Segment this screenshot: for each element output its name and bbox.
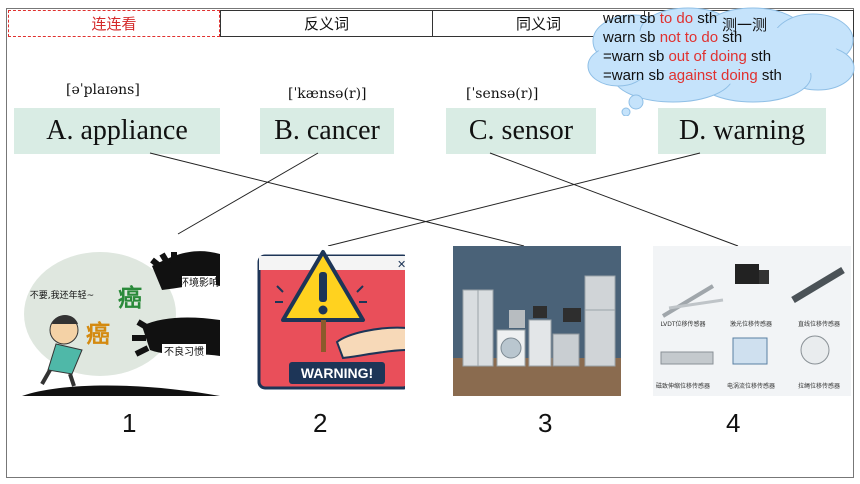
slide-frame — [6, 8, 854, 478]
picture-number-4: 4 — [726, 408, 741, 438]
note-line-3: =warn sb out of doing sth — [603, 48, 772, 65]
picture-number-3: 3 — [538, 408, 553, 438]
sensor-label-eddy: 电涡流位移传感器 — [727, 382, 775, 390]
caption-still-young: 不要,我还年轻~ — [30, 289, 94, 301]
phonetic-sensor: [ˈsensə(r)] — [466, 86, 539, 102]
caption-bad-habits: 不良习惯 — [164, 345, 204, 358]
sensor-label-laser: 激光位移传感器 — [730, 320, 772, 328]
picture-2-warning[interactable]: ✕ WARNING! — [237, 246, 405, 396]
tab-antonyms[interactable]: 反义词 — [220, 10, 432, 37]
phonetic-appliance: [əˈplaɪəns] — [66, 82, 140, 98]
appliances-image — [453, 246, 621, 396]
sensor-label-lvdt: LVDT位移传感器 — [660, 320, 705, 328]
picture-3-appliances[interactable] — [453, 246, 621, 396]
glyph-cancer-2: 癌 — [86, 320, 110, 348]
thought-bubble — [587, 7, 855, 116]
sensor-label-magnetostrictive: 磁致伸缩位移传感器 — [656, 382, 710, 390]
cancer-cartoon-image: 环境影响 不良习惯 不要,我还年轻~ 癌 癌 — [22, 246, 220, 396]
word-card-appliance[interactable]: A. appliance — [14, 108, 220, 154]
word-card-sensor[interactable]: C. sensor — [446, 108, 596, 154]
word-card-cancer[interactable]: B. cancer — [260, 108, 394, 154]
note-line-1: warn sb to do sth — [603, 10, 718, 27]
close-icon: ✕ — [397, 258, 405, 271]
warn-usage-notes: warn sb to do sth warn sb not to do sth … — [603, 9, 782, 85]
picture-1-cancer[interactable]: 环境影响 不良习惯 不要,我还年轻~ 癌 癌 — [22, 246, 220, 396]
picture-number-2: 2 — [313, 408, 328, 438]
sensor-label-draw-wire: 拉绳位移传感器 — [798, 382, 840, 390]
tab-lianliankan[interactable]: 连连看 — [8, 10, 220, 37]
quiz-tab-label: 测一测 — [722, 16, 768, 34]
note-line-4: =warn sb against doing sth — [603, 67, 782, 84]
picture-number-1: 1 — [122, 408, 137, 438]
picture-4-sensors[interactable]: LVDT位移传感器 激光位移传感器 直线位移传感器 磁致伸缩位移传感器 电涡流位… — [653, 246, 851, 396]
warning-sign-text: WARNING! — [301, 365, 373, 381]
note-line-2: warn sb not to do sth — [603, 29, 743, 46]
caption-environment: 环境影响 — [179, 276, 219, 289]
word-card-warning[interactable]: D. warning — [658, 108, 826, 154]
tab-synonyms[interactable]: 同义词 — [432, 10, 644, 37]
sensor-label-linear: 直线位移传感器 — [798, 320, 840, 328]
glyph-cancer-1: 癌 — [118, 284, 142, 312]
warning-sign-image: ✕ WARNING! — [237, 246, 405, 396]
sensors-image: LVDT位移传感器 激光位移传感器 直线位移传感器 磁致伸缩位移传感器 电涡流位… — [653, 246, 851, 396]
phonetic-cancer: [ˈkænsə(r)] — [288, 86, 367, 102]
